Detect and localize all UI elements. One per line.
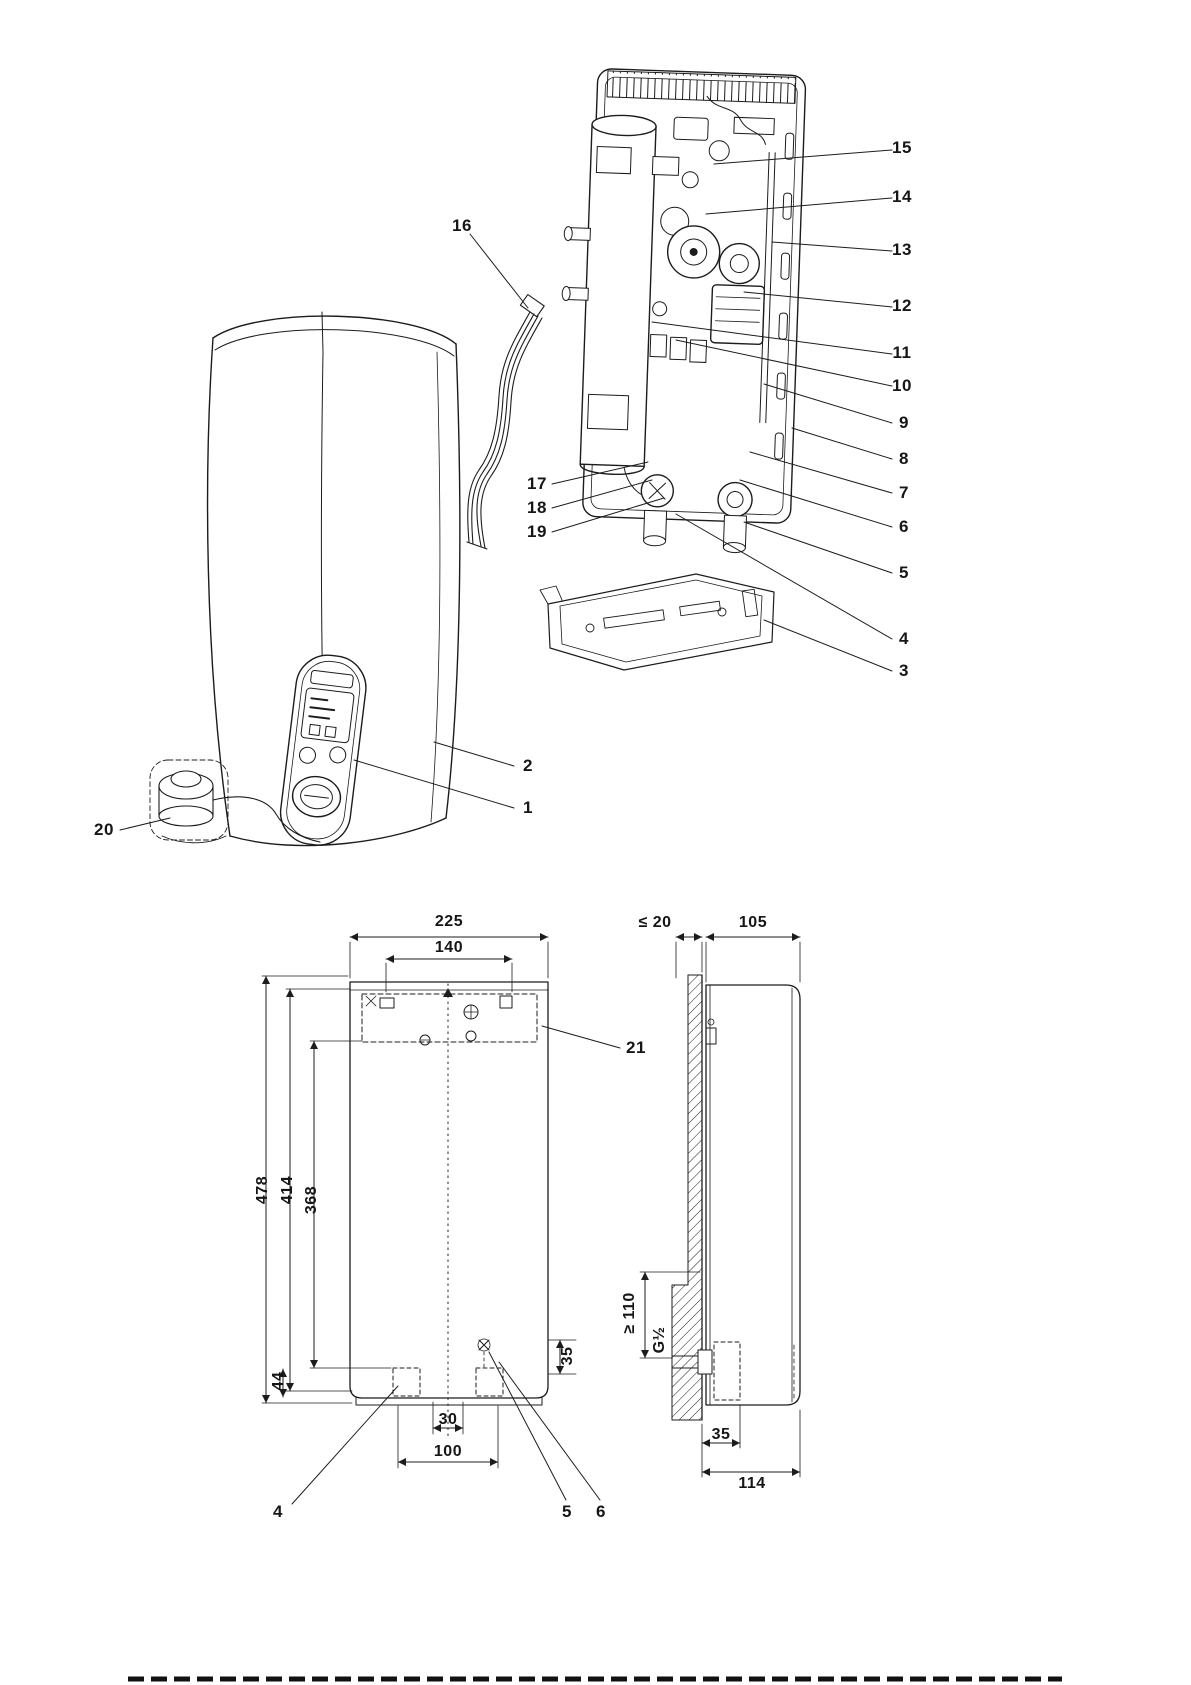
front-cover-drawing — [206, 311, 461, 847]
callout-1: 1 — [523, 798, 533, 817]
callout-6: 6 — [899, 517, 909, 536]
dim-front-side-offset: 35 — [559, 1346, 576, 1366]
control-panel — [279, 654, 367, 846]
callout-15: 15 — [892, 138, 912, 157]
internal-assembly — [561, 68, 807, 554]
outlet-fitting — [149, 759, 321, 844]
callout-10: 10 — [892, 376, 912, 395]
callout-2: 2 — [523, 756, 533, 775]
dim-side-total-depth: 114 — [738, 1475, 766, 1492]
dim-front-overall-width: 225 — [434, 913, 464, 930]
dim-front-bottom-offset: 44 — [270, 1371, 287, 1391]
callout-9: 9 — [899, 413, 909, 432]
dim-front-pipe-span: 100 — [433, 1443, 463, 1460]
dim-front-pipe-spacing: 30 — [438, 1411, 458, 1428]
dim-side-water-connection: G½ — [651, 1326, 668, 1354]
dim-front-height-368: 368 — [303, 1185, 320, 1215]
leader-lines — [119, 149, 893, 831]
callout-6-bottom: 6 — [596, 1502, 606, 1521]
callout-5: 5 — [899, 563, 909, 582]
dim-side-clearance-min: ≥ 110 — [621, 1292, 638, 1334]
callout-11: 11 — [892, 343, 912, 362]
connection-cable — [466, 293, 545, 550]
callout-21: 21 — [626, 1038, 646, 1057]
callout-19: 19 — [527, 522, 547, 541]
dim-front-bracket-width: 140 — [434, 939, 464, 956]
callout-20: 20 — [94, 820, 114, 839]
dim-front-overall-height: 478 — [254, 1175, 271, 1205]
callout-7: 7 — [899, 483, 909, 502]
callout-4: 4 — [899, 629, 909, 648]
dim-front-height-414: 414 — [279, 1175, 296, 1205]
dim-side-pipe-offset: 35 — [711, 1426, 731, 1443]
callout-5-bottom: 5 — [562, 1502, 572, 1521]
callout-13: 13 — [892, 240, 912, 259]
callout-16: 16 — [452, 216, 472, 235]
lower-mounting-bracket — [539, 573, 775, 671]
front-dimension-view — [261, 933, 621, 1505]
callout-3: 3 — [899, 661, 909, 680]
dim-side-wall-max: ≤ 20 — [638, 914, 672, 931]
callout-8: 8 — [899, 449, 909, 468]
callout-18: 18 — [527, 498, 547, 517]
dimension-views — [261, 933, 801, 1505]
callout-4-bottom: 4 — [273, 1502, 283, 1521]
callout-17: 17 — [527, 474, 547, 493]
exploded-view — [119, 68, 893, 847]
dim-side-depth: 105 — [738, 914, 768, 931]
callout-14: 14 — [892, 187, 912, 206]
callout-12: 12 — [892, 296, 912, 315]
side-dimension-view — [639, 933, 801, 1478]
